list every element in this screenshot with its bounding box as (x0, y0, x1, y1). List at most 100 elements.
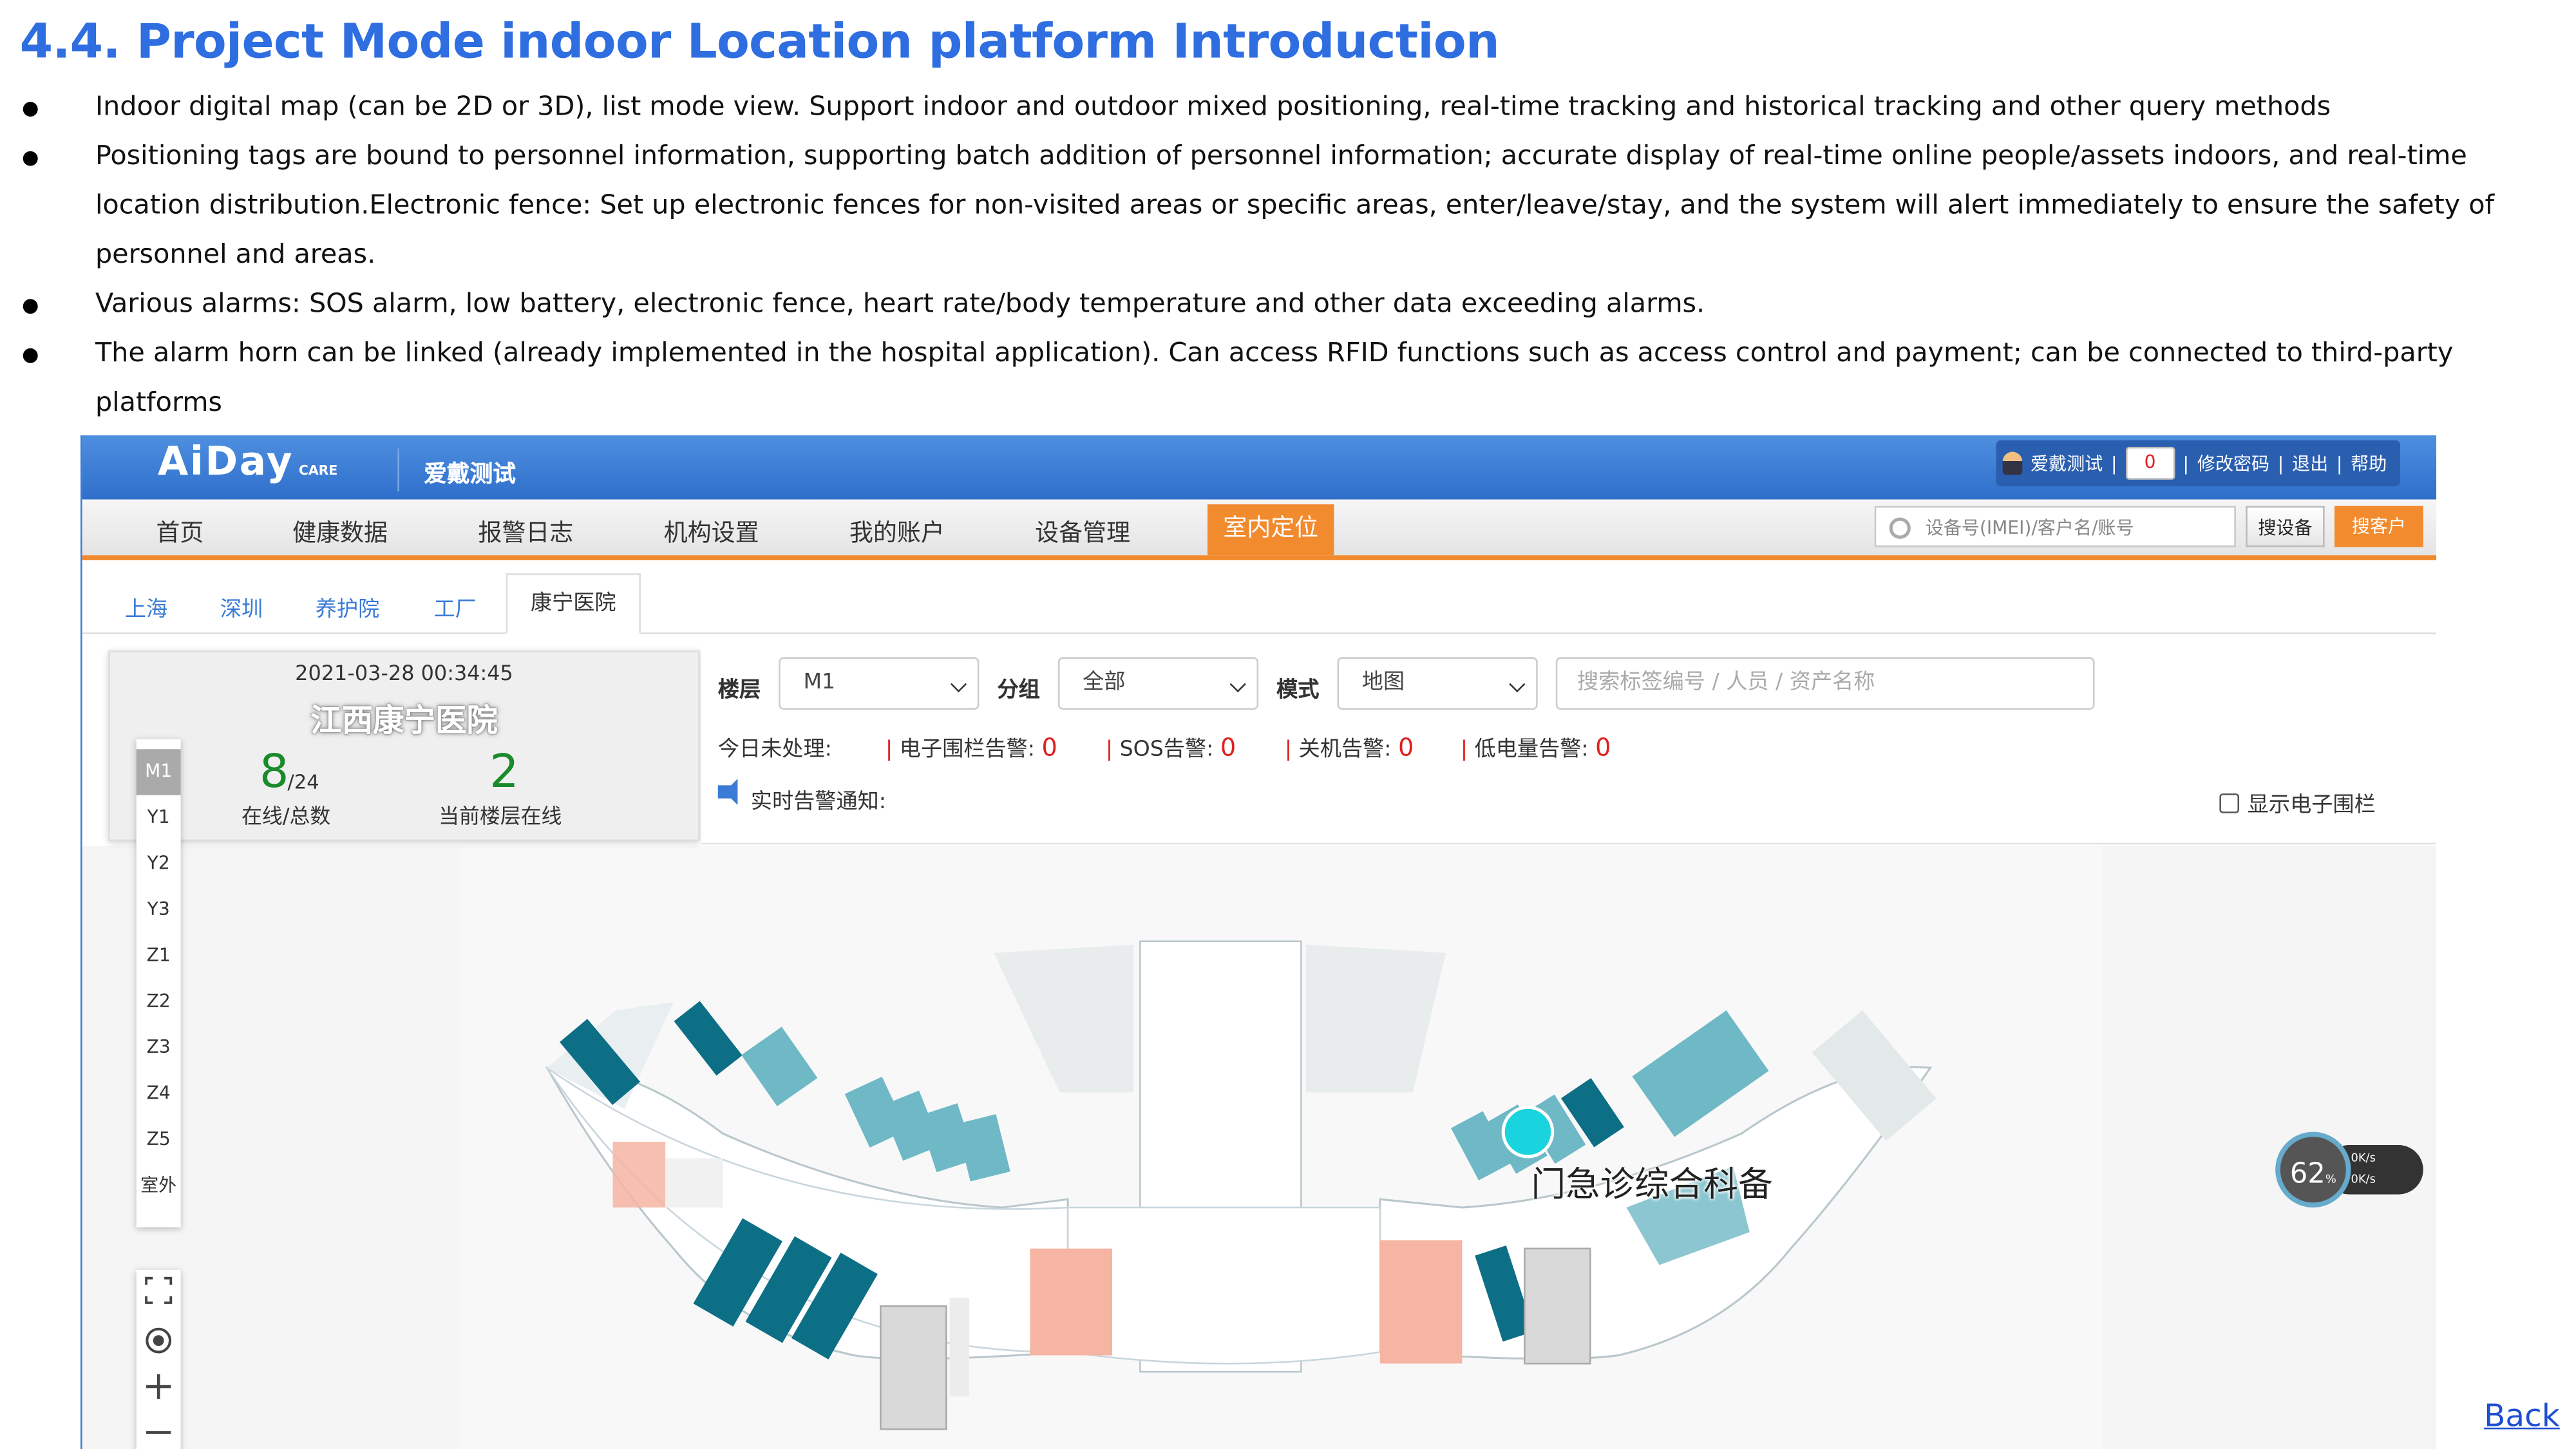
locate-icon[interactable] (146, 1327, 172, 1354)
unhandled-label: 今日未处理: (717, 737, 832, 762)
tab-nursing-home[interactable]: 养护院 (315, 598, 380, 623)
bullet-text: The alarm horn can be linked (already im… (95, 336, 2454, 417)
sos-alarm-stat: | SOS告警: 0 (1105, 732, 1236, 762)
bullet-dot (23, 151, 38, 166)
floor-selector: M1 Y1 Y2 Y3 Z1 Z2 Z3 Z4 Z5 室外 (136, 739, 181, 1227)
current-datetime: 2021-03-28 00:34:45 (295, 660, 513, 685)
search-placeholder: 设备号(IMEI)/客户名/账号 (1925, 517, 2134, 539)
sos-alarm-count[interactable]: 0 (1220, 732, 1236, 762)
checkbox-icon (2219, 793, 2240, 813)
separator: | (2336, 452, 2343, 474)
change-password-link[interactable]: 修改密码 (2197, 453, 2270, 475)
user-bar: 爱戴测试 | 0 | 修改密码 | 退出 | 帮助 (1996, 440, 2400, 487)
search-device-button[interactable]: 搜设备 (2246, 506, 2325, 547)
bullet-dot (23, 299, 38, 314)
floor-z2[interactable]: Z2 (146, 990, 171, 1012)
notice-label: 实时告警通知: (750, 790, 886, 815)
nav-indoor-positioning[interactable]: 室内定位 (1207, 504, 1334, 556)
app-name: 爱戴测试 (424, 461, 516, 488)
nav-device-management[interactable]: 设备管理 (1035, 520, 1131, 547)
mode-select[interactable]: 地图 (1337, 657, 1538, 710)
tab-factory[interactable]: 工厂 (433, 598, 477, 623)
nav-health-data[interactable]: 健康数据 (292, 520, 388, 547)
shutdown-alarm-count[interactable]: 0 (1398, 732, 1414, 762)
online-total-label: 在线/总数 (241, 803, 331, 828)
search-customer-button[interactable]: 搜客户 (2334, 506, 2423, 547)
logo-text: AiDay (157, 439, 294, 485)
floor-filter-label: 楼层 (717, 678, 761, 703)
upload-speed: 0K/s (2351, 1151, 2376, 1165)
device-search-input[interactable]: 设备号(IMEI)/客户名/账号 (1874, 506, 2236, 547)
usage-unit: % (2325, 1173, 2336, 1186)
chevron-down-icon (950, 676, 967, 693)
floor-y3[interactable]: Y3 (147, 898, 170, 920)
main-nav: 首页 健康数据 报警日志 机构设置 我的账户 设备管理 室内定位 设备号(IME… (82, 499, 2437, 560)
help-link[interactable]: 帮助 (2351, 453, 2387, 475)
fence-alarm-count[interactable]: 0 (1041, 732, 1057, 762)
mode-filter-label: 模式 (1276, 678, 1320, 703)
nav-my-account[interactable]: 我的账户 (849, 520, 945, 547)
header-divider (397, 448, 399, 491)
user-name[interactable]: 爱戴测试 (2031, 453, 2103, 475)
floor-y2[interactable]: Y2 (147, 852, 170, 875)
fullscreen-icon[interactable] (145, 1276, 173, 1304)
department-label: 门急诊综合科备 (1531, 1164, 1773, 1204)
nav-org-settings[interactable]: 机构设置 (663, 520, 759, 547)
floor-y1[interactable]: Y1 (147, 806, 170, 828)
usage-percent: 62 (2289, 1158, 2325, 1191)
floor-online-count: 2 (489, 744, 519, 799)
nav-alarm-log[interactable]: 报警日志 (478, 520, 574, 547)
show-fence-label: 显示电子围栏 (2247, 793, 2376, 819)
logo-subtext: CARE (298, 463, 338, 478)
tag-search-input[interactable]: 搜索标签编号 / 人员 / 资产名称 (1555, 657, 2095, 710)
floor-z4[interactable]: Z4 (146, 1083, 171, 1104)
zoom-in-icon[interactable] (146, 1374, 171, 1399)
separator: | (2277, 452, 2284, 474)
tab-shanghai[interactable]: 上海 (124, 598, 168, 623)
search-icon (1889, 517, 1911, 539)
site-tabs: 上海 深圳 养护院 工厂 康宁医院 (82, 560, 2437, 634)
shutdown-alarm-stat: | 关机告警: 0 (1284, 732, 1414, 762)
sos-alarm-label: SOS告警: (1119, 737, 1214, 762)
low-battery-alarm-label: 低电量告警: (1474, 737, 1589, 762)
fence-alarm-stat: | 电子围栏告警: 0 (885, 732, 1057, 762)
show-fence-checkbox[interactable]: 显示电子围栏 (2219, 787, 2376, 819)
floor-z5[interactable]: Z5 (146, 1128, 171, 1150)
floor-online-label: 当前楼层在线 (439, 803, 562, 828)
bullet-dot (23, 102, 38, 117)
fence-alarm-label: 电子围栏告警: (899, 737, 1035, 762)
location-marker[interactable] (1501, 1105, 1555, 1159)
total-count: /24 (287, 770, 319, 794)
floor-outdoor[interactable]: 室外 (140, 1174, 177, 1197)
floor-z1[interactable]: Z1 (146, 944, 171, 966)
tab-kangning-hospital[interactable]: 康宁医院 (506, 573, 641, 634)
back-link[interactable]: Back (2484, 1397, 2560, 1435)
bullet-list: Indoor digital map (can be 2D or 3D), li… (20, 82, 2558, 428)
floor-plan-map[interactable] (82, 846, 2437, 1449)
hospital-name: 江西康宁医院 (310, 703, 498, 739)
filter-panel: 楼层 M1 分组 全部 模式 地图 搜索标签编号 / 人员 / 资产名称 今日未… (701, 649, 2437, 845)
low-battery-alarm-stat: | 低电量告警: 0 (1460, 732, 1611, 762)
tag-search-placeholder: 搜索标签编号 / 人员 / 资产名称 (1577, 670, 1875, 696)
network-speed-widget: 62% 0K/s 0K/s (2275, 1132, 2427, 1208)
bullet-text: Indoor digital map (can be 2D or 3D), li… (95, 90, 2331, 122)
separator: | (2183, 452, 2190, 474)
map-tools (136, 1269, 181, 1449)
online-count: 8 (260, 744, 289, 799)
floor-select[interactable]: M1 (779, 657, 980, 710)
tab-shenzhen[interactable]: 深圳 (220, 598, 263, 623)
page-title: 4.4. Project Mode indoor Location platfo… (19, 13, 1500, 70)
bullet-item: The alarm horn can be linked (already im… (20, 328, 2558, 427)
bullet-item: Indoor digital map (can be 2D or 3D), li… (20, 82, 2558, 132)
message-count-badge[interactable]: 0 (2125, 446, 2175, 480)
floor-z3[interactable]: Z3 (146, 1036, 171, 1058)
low-battery-alarm-count[interactable]: 0 (1595, 732, 1611, 762)
group-select[interactable]: 全部 (1057, 657, 1259, 710)
shutdown-alarm-label: 关机告警: (1298, 737, 1392, 762)
floor-m1[interactable]: M1 (136, 749, 181, 795)
logout-link[interactable]: 退出 (2292, 453, 2329, 475)
nav-home[interactable]: 首页 (156, 520, 204, 547)
bullet-item: Various alarms: SOS alarm, low battery, … (20, 279, 2558, 329)
